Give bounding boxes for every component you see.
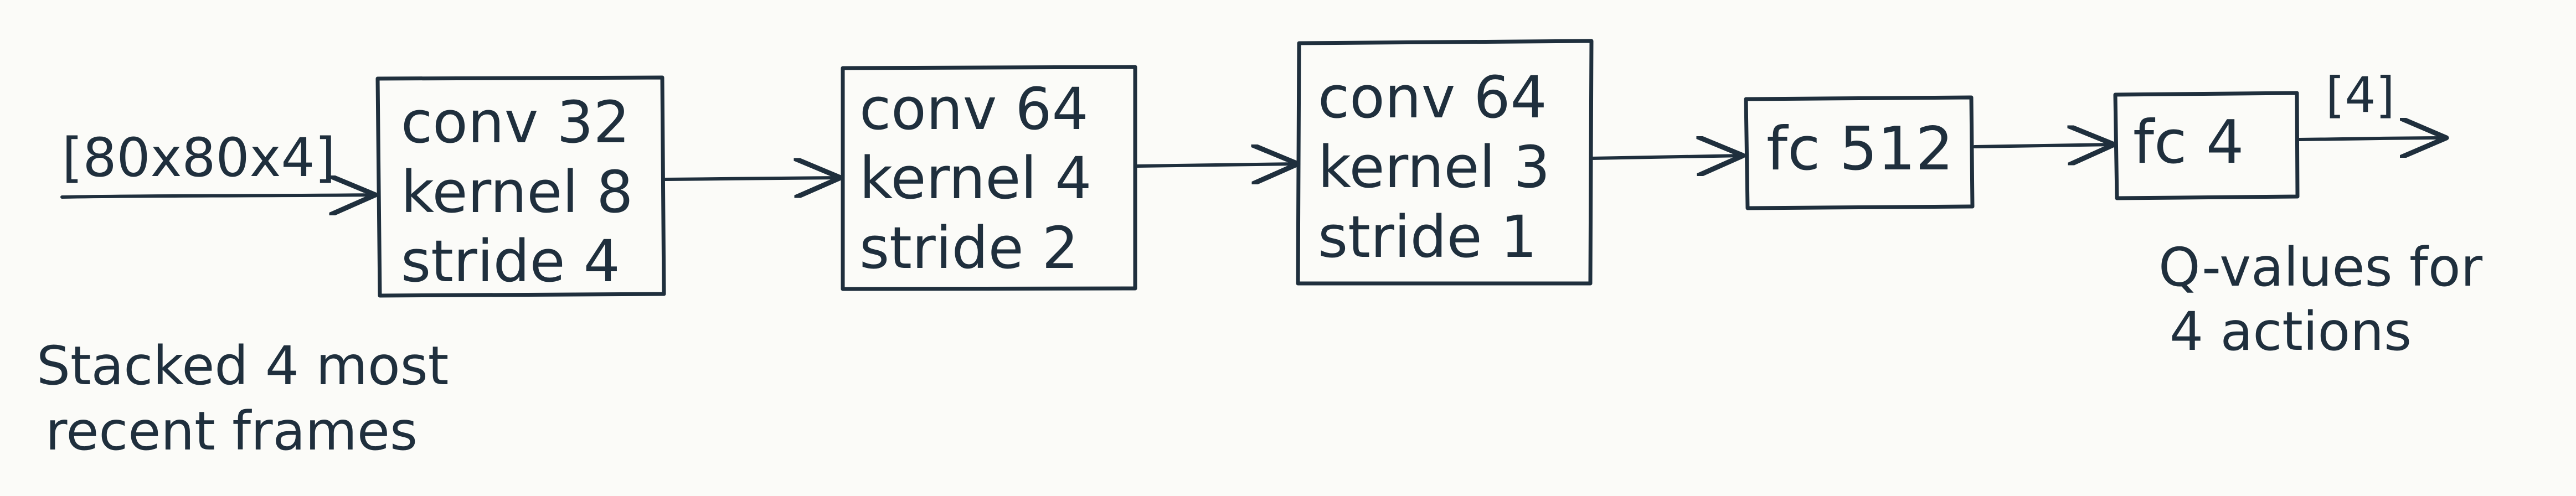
fc-block-4-label: fc 4 [2133,108,2244,177]
input-shape-label: [80x80x4] [62,127,336,189]
arrow-2-3 [1136,164,1298,166]
conv-block-2-line-1: conv 64 [859,75,1089,143]
output-note-line-1: Q-values for [2158,236,2483,298]
output-arrow [2297,138,2446,140]
arrow-4-5 [1973,144,2114,147]
input-note-line-2: recent frames [45,400,418,462]
conv-block-2-line-3: stride 2 [859,214,1079,282]
conv-block-2-line-2: kernel 4 [859,144,1091,212]
conv-block-3-line-2: kernel 3 [1318,133,1550,201]
input-arrow [60,195,375,197]
output-shape-label: [4] [2326,66,2395,123]
conv-block-2: conv 64 kernel 4 stride 2 [841,65,1137,291]
conv-block-1: conv 32 kernel 8 stride 4 [375,75,666,298]
conv-block-1-line-1: conv 32 [401,89,630,156]
input-note-line-1: Stacked 4 most [37,335,449,397]
fc-block-512-label: fc 512 [1766,115,1954,184]
conv-block-3: conv 64 kernel 3 stride 1 [1296,39,1594,286]
output-note-line-2: 4 actions [2170,301,2412,363]
fc-block-512: fc 512 [1744,95,1975,210]
fc-block-4: fc 4 [2113,91,2300,200]
arrow-1-2 [663,178,841,179]
conv-block-1-line-2: kernel 8 [401,158,633,226]
conv-block-3-line-1: conv 64 [1318,64,1547,131]
arrow-3-4 [1590,156,1743,158]
conv-block-1-line-3: stride 4 [401,228,620,295]
conv-block-3-line-3: stride 1 [1318,203,1537,271]
